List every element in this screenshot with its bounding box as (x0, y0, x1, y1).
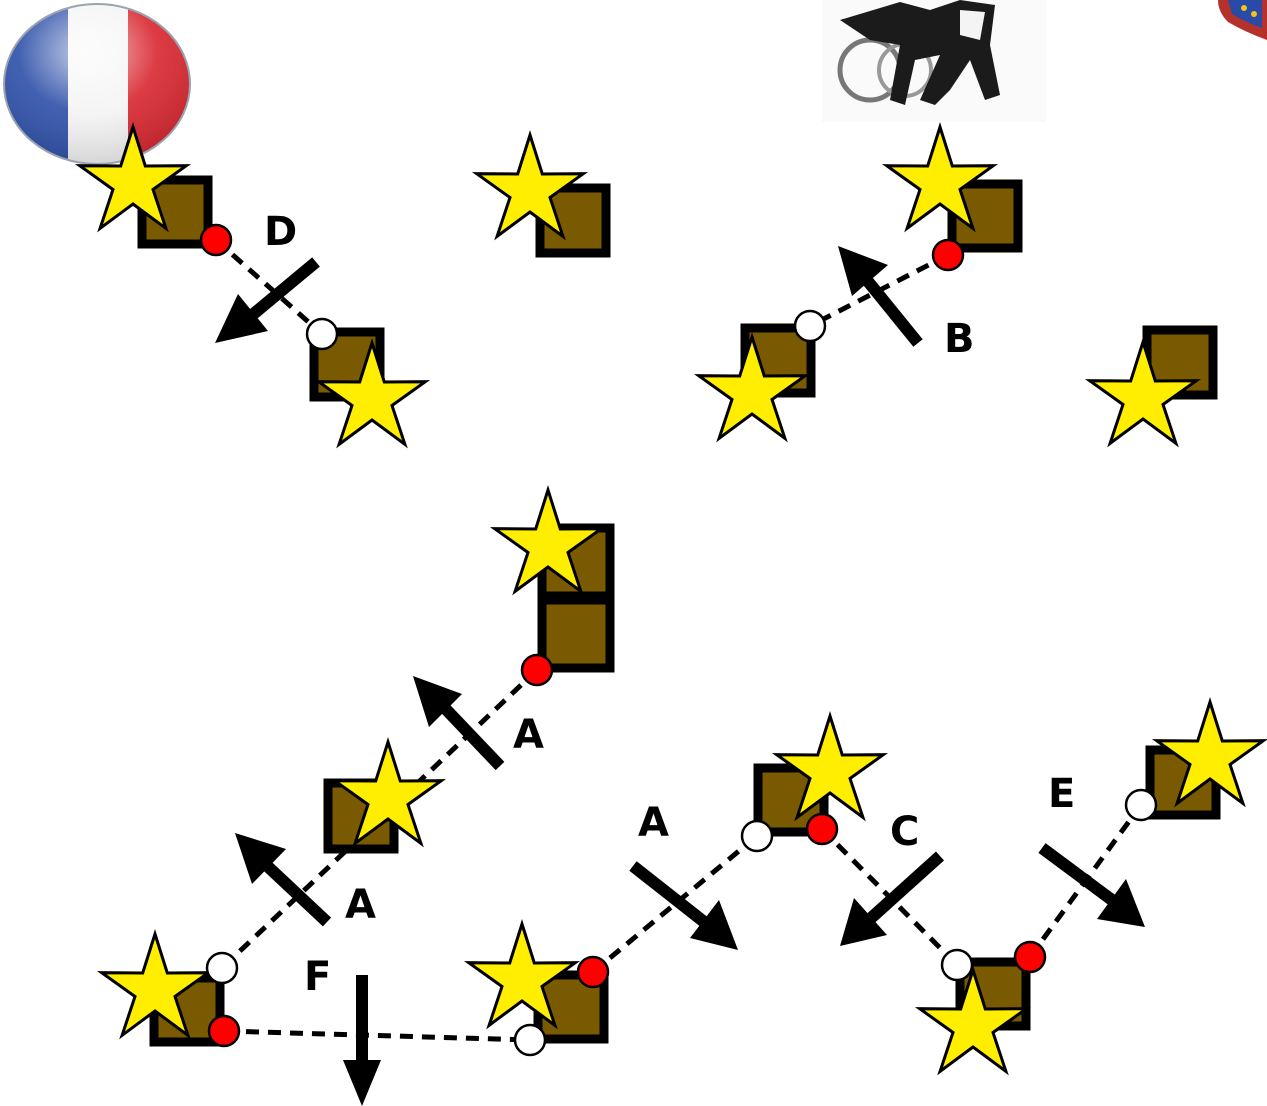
gate-label-c: C (890, 809, 919, 855)
red-marker (209, 1016, 239, 1046)
red-marker (578, 957, 608, 987)
gate-label-f: F (304, 954, 331, 1000)
arrow-c (840, 856, 940, 946)
arrow-b (838, 246, 918, 343)
red-marker (933, 240, 963, 270)
coat-of-arms-icon (1218, 0, 1267, 40)
gate-label-e: E (1048, 771, 1075, 817)
red-marker (807, 814, 837, 844)
gate-label-a-left: A (345, 882, 376, 928)
white-marker (307, 319, 337, 349)
white-marker (795, 311, 825, 341)
horse-carriage-logo (822, 0, 1046, 122)
red-marker (1015, 942, 1045, 972)
red-marker (522, 655, 552, 685)
gate-label-b: B (944, 316, 975, 362)
arrow-a-mid (633, 866, 738, 950)
gate-labels: D B A A F A C E (264, 209, 1075, 1000)
white-marker (515, 1025, 545, 1055)
white-marker (1126, 790, 1156, 820)
arrow-f (343, 975, 381, 1106)
white-marker (207, 953, 237, 983)
france-flag-icon (0, 0, 198, 170)
gate-label-a-mid: A (638, 800, 669, 846)
gate-label-a-top: A (513, 712, 544, 758)
white-marker (942, 950, 972, 980)
arrow-a-left (235, 833, 327, 922)
white-marker (742, 821, 772, 851)
gate-label-d: D (264, 209, 297, 255)
arrow-d (215, 262, 316, 343)
red-marker (201, 225, 231, 255)
obstacle-boxes (142, 180, 1216, 1042)
stars (80, 127, 1264, 1071)
arrow-e (1042, 848, 1145, 927)
obstacle-box (542, 600, 610, 668)
arrow-a-top (413, 676, 500, 766)
